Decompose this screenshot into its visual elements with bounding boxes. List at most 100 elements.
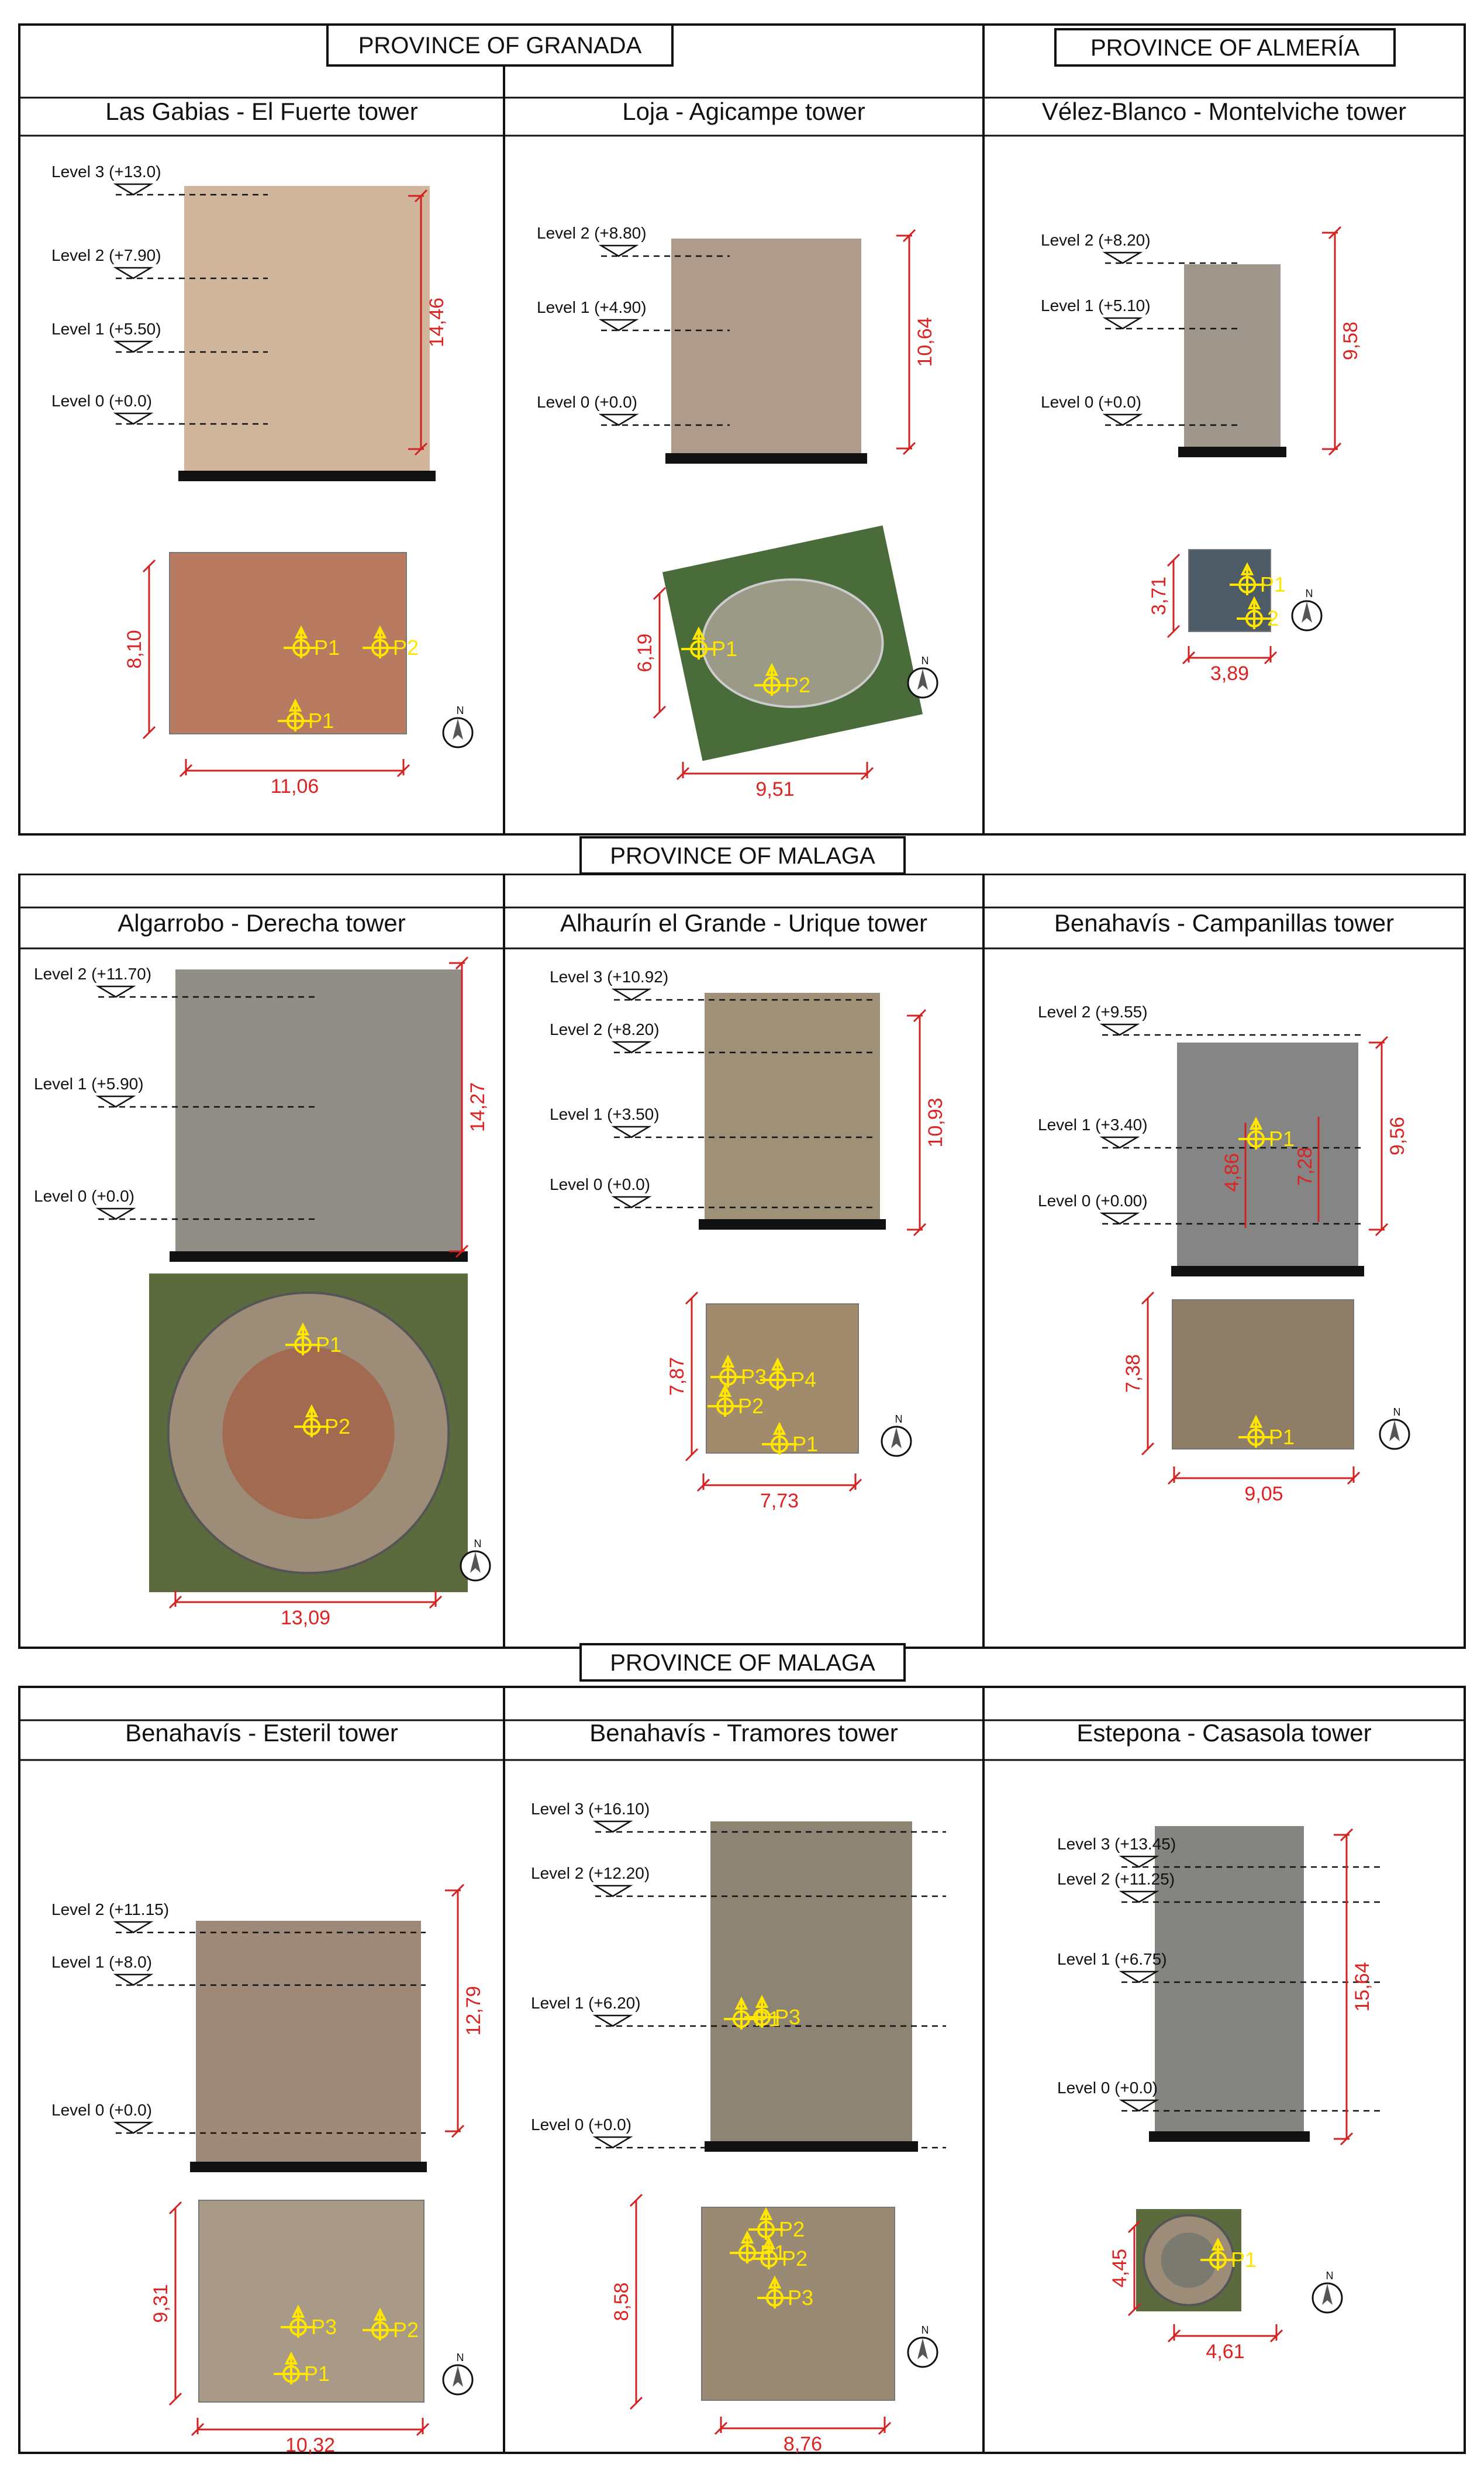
survey-point-marker: P2 — [754, 662, 810, 697]
tower-title: Benahavís - Campanillas tower — [1054, 909, 1394, 937]
level-label: Level 1 (+3.40) — [1038, 1116, 1148, 1134]
dimension-tick — [913, 1009, 927, 1023]
north-label: N — [922, 655, 929, 667]
survey-point-marker: P1 — [278, 698, 334, 733]
level-label: Level 1 (+4.90) — [537, 298, 647, 316]
dimension-tick — [1340, 1828, 1354, 1842]
point-label: P1 — [314, 636, 340, 660]
dimension-tick — [1167, 624, 1181, 639]
elevation-photo — [710, 1821, 912, 2152]
level-label: Level 2 (+12.20) — [531, 1864, 650, 1882]
level-label: Level 0 (+0.0) — [1057, 2079, 1158, 2097]
point-label: P2 — [779, 2217, 805, 2241]
plan-photo — [701, 2207, 895, 2401]
level-triangle-icon — [611, 1126, 652, 1138]
level-label: Level 3 (+13.45) — [1057, 1835, 1176, 1853]
survey-point-marker: P3 — [710, 1354, 767, 1389]
ground-shadow — [190, 2162, 427, 2172]
dimension-tick — [1269, 2329, 1283, 2343]
level-label: Level 0 (+0.0) — [531, 2115, 631, 2134]
survey-point-marker: P1 — [284, 625, 340, 660]
level-label: Level 2 (+7.90) — [51, 246, 161, 264]
dimension-tick — [696, 1478, 710, 1492]
dimension-tick — [168, 2392, 182, 2406]
level-label: Level 3 (+10.92) — [550, 968, 668, 986]
plan-width-dimension: 13,09 — [281, 1607, 330, 1629]
arrow-icon — [755, 1994, 769, 2008]
arrow-icon — [284, 2351, 298, 2365]
dimension-tick — [429, 1595, 443, 1609]
plan-depth-dimension: 8,58 — [610, 2282, 633, 2321]
level-label: Level 2 (+11.70) — [34, 965, 151, 983]
dimension-tick — [1167, 1471, 1181, 1485]
survey-point-marker: P1 — [1238, 1414, 1295, 1449]
level-label: Level 0 (+0.0) — [51, 2101, 152, 2119]
dimension-tick — [848, 1478, 862, 1492]
level-label: Level 0 (+0.00) — [1038, 1192, 1148, 1210]
level-label: Level 0 (+0.0) — [51, 392, 152, 410]
north-label: N — [457, 705, 464, 716]
level-label: Level 2 (+8.80) — [537, 224, 647, 242]
point-label: P1 — [792, 1432, 818, 1456]
level-label: Level 2 (+8.20) — [1041, 231, 1151, 249]
plan-depth-dimension: 8,10 — [123, 630, 146, 668]
point-label: P4 — [791, 1368, 816, 1392]
province-box — [1054, 28, 1396, 67]
point-label: P3 — [788, 2286, 813, 2310]
plan-depth-dimension: 3,71 — [1148, 577, 1170, 615]
point-label: P1 — [308, 709, 334, 733]
elevation-photo — [671, 239, 861, 464]
arrow-icon — [291, 2304, 305, 2318]
north-arrow-needle — [917, 669, 928, 690]
tower-title: Vélez-Blanco - Montelviche tower — [1042, 98, 1406, 125]
survey-point-marker: P3 — [757, 2275, 813, 2310]
dimension-tick — [451, 2124, 465, 2138]
survey-point-marker: P1 — [285, 1322, 341, 1357]
frame-row-1 — [18, 23, 1466, 836]
plan-width-dimension: 9,05 — [1244, 1483, 1283, 1505]
ground-shadow — [1178, 447, 1286, 457]
ground-shadow — [170, 1251, 468, 1262]
tower-title: Benahavís - Esteril tower — [125, 1719, 398, 1747]
survey-point-marker: P1 — [730, 2230, 786, 2265]
dimension-tick — [714, 2421, 728, 2435]
tower-title: Alhaurín el Grande - Urique tower — [560, 909, 927, 937]
dimension-tick — [1141, 1291, 1155, 1305]
dimension-tick — [1264, 651, 1278, 665]
level-triangle-icon — [95, 985, 136, 998]
level-triangle-icon — [1102, 317, 1143, 330]
survey-point-marker: P1 — [274, 2351, 330, 2386]
north-arrow-needle — [917, 2338, 928, 2359]
arrow-icon — [734, 1996, 748, 2010]
arrow-icon — [1249, 1414, 1263, 1428]
dimension-tick — [1347, 1471, 1361, 1485]
arrow-icon — [740, 2230, 754, 2244]
elevation-photo — [1155, 1826, 1304, 2142]
plan-photo — [198, 2200, 425, 2403]
level-triangle-icon — [113, 183, 154, 196]
north-arrow-needle — [470, 1552, 481, 1573]
level-triangle-icon — [611, 1041, 652, 1054]
dimension-tick — [860, 767, 874, 781]
point-label: P2 — [325, 1414, 350, 1438]
height-dimension: 10,64 — [914, 317, 936, 367]
north-label: N — [1393, 1406, 1401, 1418]
elevation-photo — [196, 1921, 421, 2172]
level-label: Level 0 (+0.0) — [550, 1175, 650, 1193]
dimension-tick — [685, 1448, 699, 1462]
survey-point-marker: 2 — [1237, 596, 1279, 630]
survey-point-marker: P3 — [744, 1994, 800, 2029]
level-triangle-icon — [113, 2121, 154, 2134]
level-triangle-icon — [611, 988, 652, 1001]
survey-point-marker: P1 — [724, 1996, 780, 2031]
survey-point-marker: P2 — [363, 625, 419, 660]
level-triangle-icon — [113, 340, 154, 353]
point-label: P1 — [1269, 1127, 1295, 1151]
height-dimension: 14,46 — [426, 298, 448, 347]
province-box — [326, 23, 674, 67]
extra-dimension: 4,86 — [1221, 1153, 1243, 1192]
